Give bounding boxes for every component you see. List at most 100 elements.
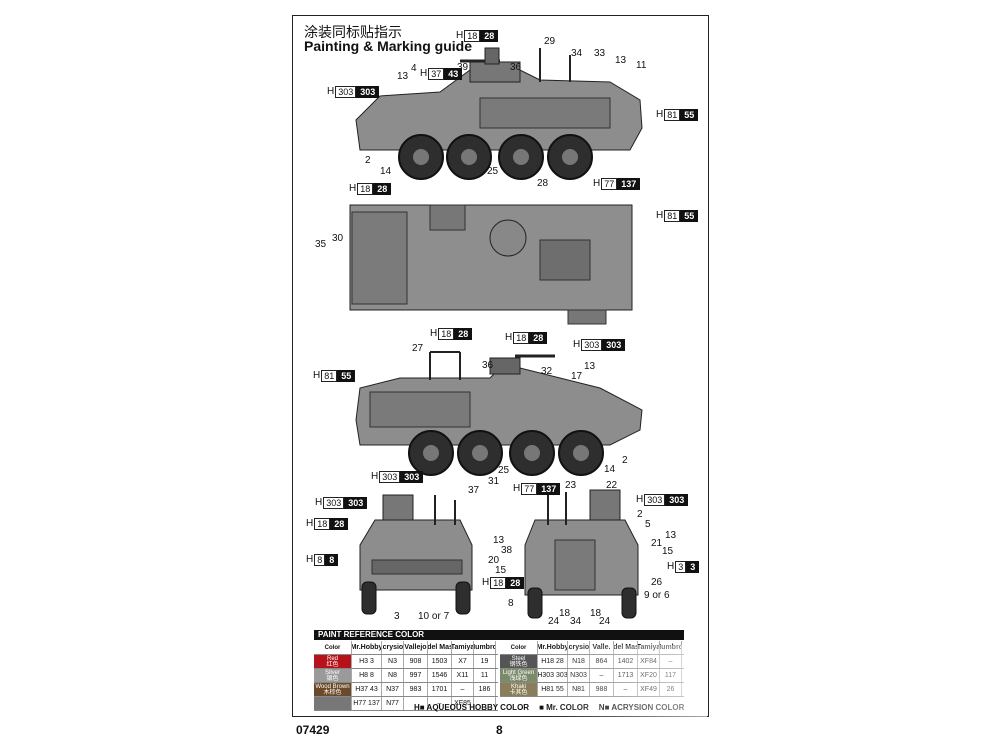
callout: 13 [665, 530, 677, 541]
column-header: Tamiya [638, 641, 660, 654]
wheel [457, 430, 503, 476]
table-cell: N3 [382, 655, 404, 668]
column-header: Acrysion [382, 641, 404, 654]
table-cell: XF49 [638, 683, 660, 696]
callout: 34 [571, 48, 583, 59]
legend-item: N■ ACRYSION COLOR [598, 703, 685, 712]
table-cell: H37 43 [352, 683, 382, 696]
callout: 29 [544, 36, 556, 47]
callout: 15 [662, 546, 674, 557]
callout: 18 [590, 608, 602, 619]
wheel [509, 430, 555, 476]
table-cell: 1713 [614, 669, 638, 682]
table-cell: H81 55 [538, 683, 568, 696]
callout: 23 [565, 480, 577, 491]
color-swatch [314, 697, 352, 710]
callout: 8 [508, 598, 514, 609]
table-header-row: Color Mr.Hobby Acrysion Vallejo Model Ma… [314, 641, 498, 655]
callout: 18 [559, 608, 571, 619]
table-cell: – [590, 669, 614, 682]
wheel [446, 134, 492, 180]
wheel [547, 134, 593, 180]
color-legend: H■ AQUEOUS HOBBY COLOR ■ Mr. COLOR N■ AC… [414, 703, 684, 712]
legend-item: H■ AQUEOUS HOBBY COLOR [414, 703, 530, 712]
callout: 28 [537, 178, 549, 189]
table-cell: – [614, 683, 638, 696]
callout: 13 [397, 71, 409, 82]
callout: 3 [394, 611, 400, 622]
page-number: 8 [496, 723, 503, 737]
column-header: Valle. [590, 641, 614, 654]
callout: 25 [487, 166, 499, 177]
table-right-half: Color Mr.Hobby Acrysion Valle. Model Mas… [500, 641, 684, 697]
callout: 14 [604, 464, 616, 475]
table-cell: 11 [474, 669, 496, 682]
table-cell: – [660, 655, 682, 668]
column-header: Mr.Hobby [538, 641, 568, 654]
table-cell: 988 [590, 683, 614, 696]
table-left-half: Color Mr.Hobby Acrysion Vallejo Model Ma… [314, 641, 498, 711]
paint-reference-table: PAINT REFERENCE COLOR Color Mr.Hobby Acr… [314, 630, 684, 711]
callout: 2 [365, 155, 371, 166]
title-chinese: 涂装同标贴指示 [304, 25, 402, 41]
callout: 27 [412, 343, 424, 354]
callout: 4 [411, 63, 417, 74]
callout: 2 [622, 455, 628, 466]
table-cell: 186 [474, 683, 496, 696]
table-cell: 908 [404, 655, 428, 668]
table-cell: – [452, 683, 474, 696]
callout: 36 [510, 62, 522, 73]
callout: 20 [488, 555, 500, 566]
callout: 39 [457, 62, 469, 73]
table-heading: PAINT REFERENCE COLOR [314, 630, 684, 640]
table-cell: X11 [452, 669, 474, 682]
table-cell: N18 [568, 655, 590, 668]
callout: 13 [615, 55, 627, 66]
table-cell: N8 [382, 669, 404, 682]
callout: 30 [332, 233, 344, 244]
wheel [398, 134, 444, 180]
callout: 35 [315, 239, 327, 250]
column-header: Model Master [428, 641, 452, 654]
column-header: Mr.Hobby [352, 641, 382, 654]
column-header: Model Master [614, 641, 638, 654]
table-cell: 1402 [614, 655, 638, 668]
callout: 36 [482, 360, 494, 371]
callout: 38 [501, 545, 513, 556]
color-name-cn: 红色 [326, 661, 339, 668]
table-cell: 1503 [428, 655, 452, 668]
callout: 11 [636, 60, 647, 71]
table-cell: 26 [660, 683, 682, 696]
table-cell: XF20 [638, 669, 660, 682]
column-header: Acrysion [568, 641, 590, 654]
wheel [408, 430, 454, 476]
callout: 5 [645, 519, 651, 530]
table-cell: 19 [474, 655, 496, 668]
table-cell: 864 [590, 655, 614, 668]
table-cell: 1546 [428, 669, 452, 682]
table-cell: H77 137 [352, 697, 382, 710]
product-code: 07429 [296, 723, 330, 737]
legend-item: ■ Mr. COLOR [539, 703, 589, 712]
callout: 13 [493, 535, 505, 546]
table-cell: XF84 [638, 655, 660, 668]
